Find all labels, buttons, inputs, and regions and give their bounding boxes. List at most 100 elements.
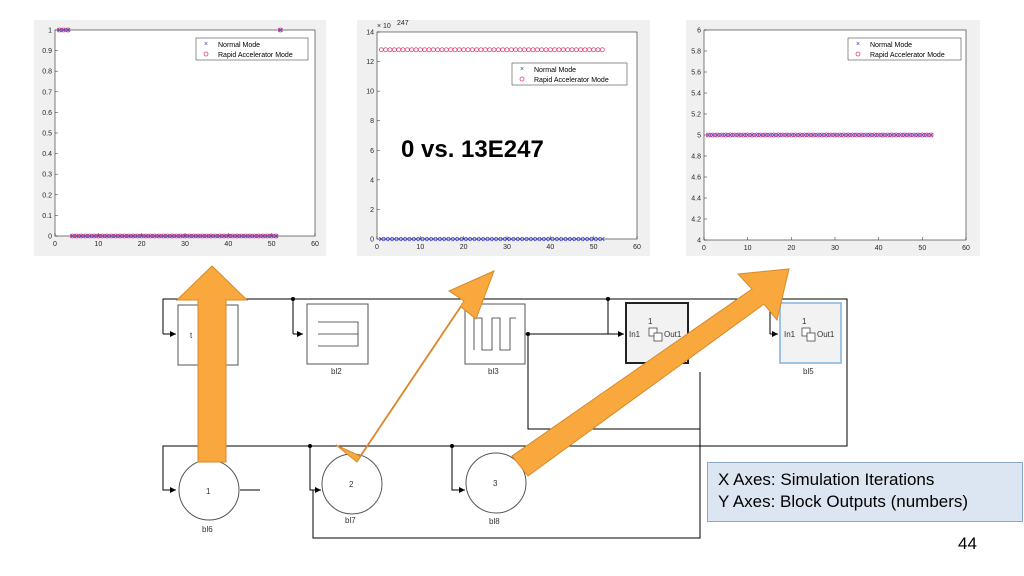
data-point-normal bbox=[426, 236, 432, 242]
y-tick-label: 0.5 bbox=[42, 131, 52, 138]
x-tick-label: 30 bbox=[181, 241, 189, 248]
data-point-normal bbox=[457, 236, 462, 242]
data-point-normal bbox=[587, 236, 592, 242]
y-tick-label: 0 bbox=[48, 234, 52, 241]
bl6-number: 1 bbox=[206, 487, 211, 496]
data-point-normal bbox=[478, 236, 484, 242]
legend-normal-mode: Normal Mode bbox=[534, 67, 576, 74]
y-tick-label: 5.4 bbox=[691, 91, 701, 98]
x-tick-label: 40 bbox=[546, 244, 554, 251]
bl8-number: 3 bbox=[493, 479, 498, 488]
y-tick-label: 6 bbox=[370, 148, 374, 155]
block-bl2[interactable]: bl2 bbox=[306, 303, 369, 376]
data-point-normal bbox=[530, 236, 536, 242]
bl8-label: bl8 bbox=[489, 517, 500, 526]
legend-circle-marker bbox=[855, 51, 861, 57]
y-tick-label: 0.2 bbox=[42, 192, 52, 199]
y-tick-label: 1 bbox=[48, 28, 52, 35]
y-tick-label: 0.8 bbox=[42, 69, 52, 76]
pulse-icon bbox=[473, 317, 516, 351]
data-point-normal bbox=[387, 236, 393, 242]
block-bl6[interactable]: 1 bl6 bbox=[178, 459, 240, 534]
x-tick-label: 10 bbox=[94, 241, 102, 248]
y-tick-label: 0.1 bbox=[42, 213, 52, 220]
bl5-label: bl5 bbox=[803, 367, 814, 376]
plot-3-legend: × Normal Mode Rapid Accelerator Mode bbox=[847, 37, 962, 61]
bl3-label: bl3 bbox=[488, 367, 499, 376]
data-point-normal bbox=[483, 236, 488, 242]
data-point-normal bbox=[535, 236, 540, 242]
y-tick-label: 0.9 bbox=[42, 48, 52, 55]
data-point-normal bbox=[405, 236, 410, 242]
legend-x-marker: × bbox=[520, 66, 524, 73]
data-point-normal bbox=[578, 236, 583, 242]
data-point-normal bbox=[409, 236, 414, 242]
plot-2-legend: × Normal Mode Rapid Accelerator Mode bbox=[511, 62, 628, 86]
x-tick-label: 0 bbox=[375, 244, 379, 251]
x-tick-label: 50 bbox=[918, 245, 926, 252]
arrow-up-icon bbox=[175, 265, 249, 463]
bl4-out-port: Out1 bbox=[664, 330, 682, 339]
data-point-normal bbox=[452, 236, 458, 242]
data-point-normal bbox=[591, 236, 596, 242]
data-point-normal bbox=[526, 236, 531, 242]
data-point-normal bbox=[474, 236, 479, 242]
data-point-normal bbox=[500, 236, 505, 242]
legend-normal-mode: Normal Mode bbox=[870, 42, 912, 49]
data-point-normal bbox=[413, 236, 419, 242]
data-point-normal bbox=[509, 236, 514, 242]
legend-normal-mode: Normal Mode bbox=[218, 42, 260, 49]
data-point-normal bbox=[582, 236, 588, 242]
y-tick-label: 0.3 bbox=[42, 172, 52, 179]
bl7-number: 2 bbox=[349, 480, 354, 489]
y-tick-label: 5.2 bbox=[691, 112, 701, 119]
y-tick-label: 8 bbox=[370, 118, 374, 125]
x-tick-label: 20 bbox=[787, 245, 795, 252]
x-tick-label: 10 bbox=[416, 244, 424, 251]
data-point-rapid bbox=[273, 233, 279, 239]
arrow-diagonal-icon bbox=[511, 268, 790, 477]
y-tick-label: 14 bbox=[366, 30, 374, 37]
y-tick-label: 4.6 bbox=[691, 175, 701, 182]
bl1-glyph: t bbox=[190, 331, 193, 340]
legend-circle-marker bbox=[519, 76, 525, 82]
plot-2-exponent-power: 247 bbox=[397, 20, 409, 27]
plot-1-axes bbox=[54, 29, 316, 237]
legend-circle-marker bbox=[203, 51, 209, 57]
data-point-normal bbox=[465, 236, 471, 242]
bl2-label: bl2 bbox=[331, 367, 342, 376]
legend-x-marker: × bbox=[204, 41, 208, 48]
axes-legend-note: X Axes: Simulation Iterations Y Axes: Bl… bbox=[707, 462, 1023, 522]
data-point-normal bbox=[552, 236, 557, 242]
highlight-arrows bbox=[175, 265, 790, 477]
block-bl7[interactable]: 2 bl7 bbox=[321, 453, 383, 525]
data-point-normal bbox=[422, 236, 427, 242]
y-axes-note: Y Axes: Block Outputs (numbers) bbox=[718, 492, 969, 511]
data-point-rapid bbox=[65, 27, 71, 33]
plot-1-legend: × Normal Mode Rapid Accelerator Mode bbox=[195, 37, 309, 61]
signal-lines bbox=[162, 298, 848, 539]
block-bl5-subsystem[interactable]: In1 Out1 1 bl5 bbox=[779, 302, 842, 376]
data-point-normal bbox=[392, 236, 397, 242]
block-bl8[interactable]: 3 bl8 bbox=[465, 452, 527, 526]
x-tick-label: 0 bbox=[53, 241, 57, 248]
x-axes-note: X Axes: Simulation Iterations bbox=[718, 470, 935, 489]
bl4-subsystem-glyph: 1 bbox=[648, 317, 653, 326]
y-tick-label: 10 bbox=[366, 89, 374, 96]
data-point-normal bbox=[470, 236, 475, 242]
data-point-normal bbox=[543, 236, 549, 242]
bl6-label: bl6 bbox=[202, 525, 213, 534]
signal-arrowheads bbox=[170, 331, 778, 493]
data-point-rapid bbox=[277, 27, 283, 33]
data-point-normal bbox=[435, 236, 440, 242]
comparison-annotation: 0 vs. 13E247 bbox=[401, 136, 544, 163]
bl5-subsystem-glyph: 1 bbox=[802, 317, 807, 326]
y-tick-label: 5 bbox=[697, 133, 701, 140]
legend-rapid-mode: Rapid Accelerator Mode bbox=[534, 77, 609, 84]
data-point-rapid bbox=[599, 47, 605, 53]
x-tick-label: 60 bbox=[962, 245, 970, 252]
